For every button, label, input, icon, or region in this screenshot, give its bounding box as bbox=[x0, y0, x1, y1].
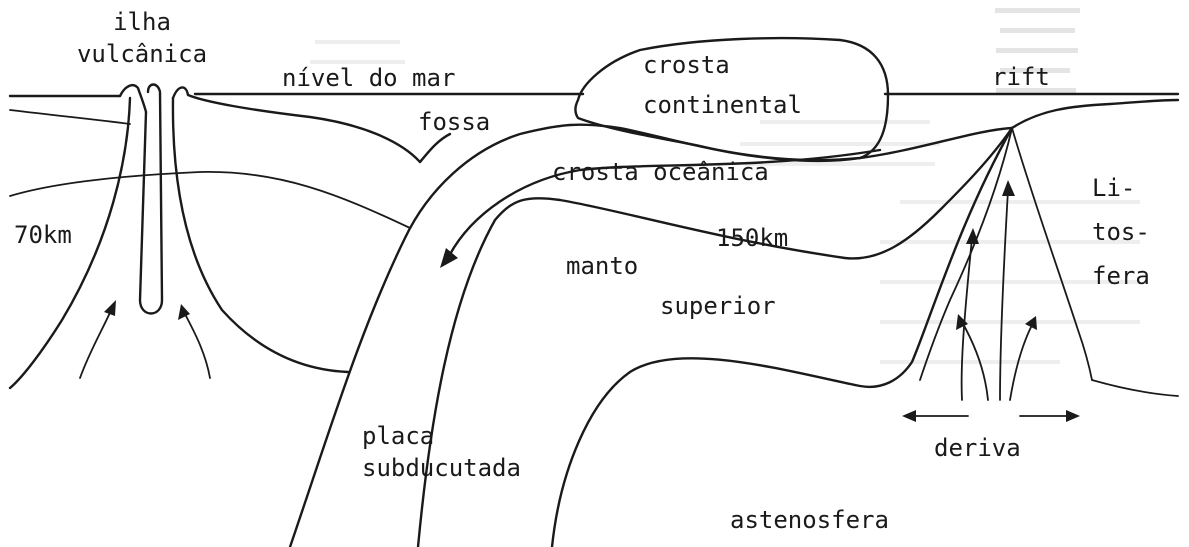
upwelling-arrow-1-head bbox=[966, 228, 979, 244]
label-deriva: deriva bbox=[934, 434, 1021, 462]
upwelling-arrow-3-line bbox=[961, 321, 989, 401]
upwelling-arrow-2-head bbox=[1002, 180, 1015, 196]
label-vulcanica: vulcânica bbox=[77, 40, 207, 68]
paper-bleed-through bbox=[310, 8, 1140, 364]
label-superior: superior bbox=[660, 292, 776, 320]
upwelling-arrow-4-head bbox=[1025, 316, 1037, 330]
rift-axis-left bbox=[919, 127, 1013, 381]
label-continental: continental bbox=[643, 91, 802, 119]
volcano-conduit-right bbox=[171, 96, 350, 374]
label-150km: 150km bbox=[716, 224, 788, 252]
volcano-outer-slope bbox=[118, 84, 148, 114]
label-litosfera-3: fera bbox=[1092, 262, 1150, 290]
crust-base-line bbox=[416, 126, 1014, 547]
label-manto: manto bbox=[566, 252, 638, 280]
upwelling-arrow-3-head bbox=[956, 314, 968, 330]
rift-base-right bbox=[1091, 379, 1179, 397]
subduction-flow-line bbox=[446, 148, 882, 260]
label-nivel-do-mar: nível do mar bbox=[282, 64, 455, 92]
label-litosfera-1: Li- bbox=[1092, 174, 1135, 202]
upwelling-arrow-4-line bbox=[1009, 324, 1033, 401]
continental-crust-block bbox=[574, 36, 890, 163]
label-70km: 70km bbox=[14, 221, 72, 249]
label-crosta: crosta bbox=[643, 51, 730, 79]
label-ilha: ilha bbox=[113, 8, 171, 36]
oceanic-plate-top bbox=[288, 123, 1014, 547]
label-crosta-oceanica: crosta oceânica bbox=[552, 158, 769, 186]
drift-arrow-left-head bbox=[902, 410, 916, 422]
lithosphere-base-left bbox=[9, 171, 411, 229]
magma-chamber bbox=[138, 83, 164, 315]
rift-axis-right bbox=[1011, 127, 1093, 381]
oceanic-plate-bottom bbox=[550, 126, 1014, 547]
magma-arrow-left-line bbox=[79, 307, 113, 379]
magma-arrow-left-head bbox=[104, 300, 116, 316]
volcano-conduit-left bbox=[8, 96, 132, 390]
label-litosfera-2: tos- bbox=[1092, 218, 1150, 246]
subduction-flow-arrowhead bbox=[440, 248, 458, 268]
label-subducutada: subducutada bbox=[362, 454, 521, 482]
magma-arrow-right-head bbox=[178, 304, 190, 320]
moho-left bbox=[9, 109, 131, 125]
sea-level-line bbox=[8, 92, 1180, 98]
magma-arrow-right-line bbox=[183, 311, 211, 379]
label-rift: rift bbox=[992, 63, 1050, 91]
label-fossa: fossa bbox=[418, 108, 490, 136]
island-arc-crust-top bbox=[171, 86, 422, 164]
label-placa: placa bbox=[362, 422, 434, 450]
label-astenosfera: astenosfera bbox=[730, 506, 889, 534]
rift-ridge-right-flank bbox=[1010, 98, 1180, 130]
drift-arrow-right-head bbox=[1066, 410, 1080, 422]
upwelling-arrow-2-line bbox=[999, 189, 1009, 401]
trench-wall bbox=[418, 132, 452, 164]
